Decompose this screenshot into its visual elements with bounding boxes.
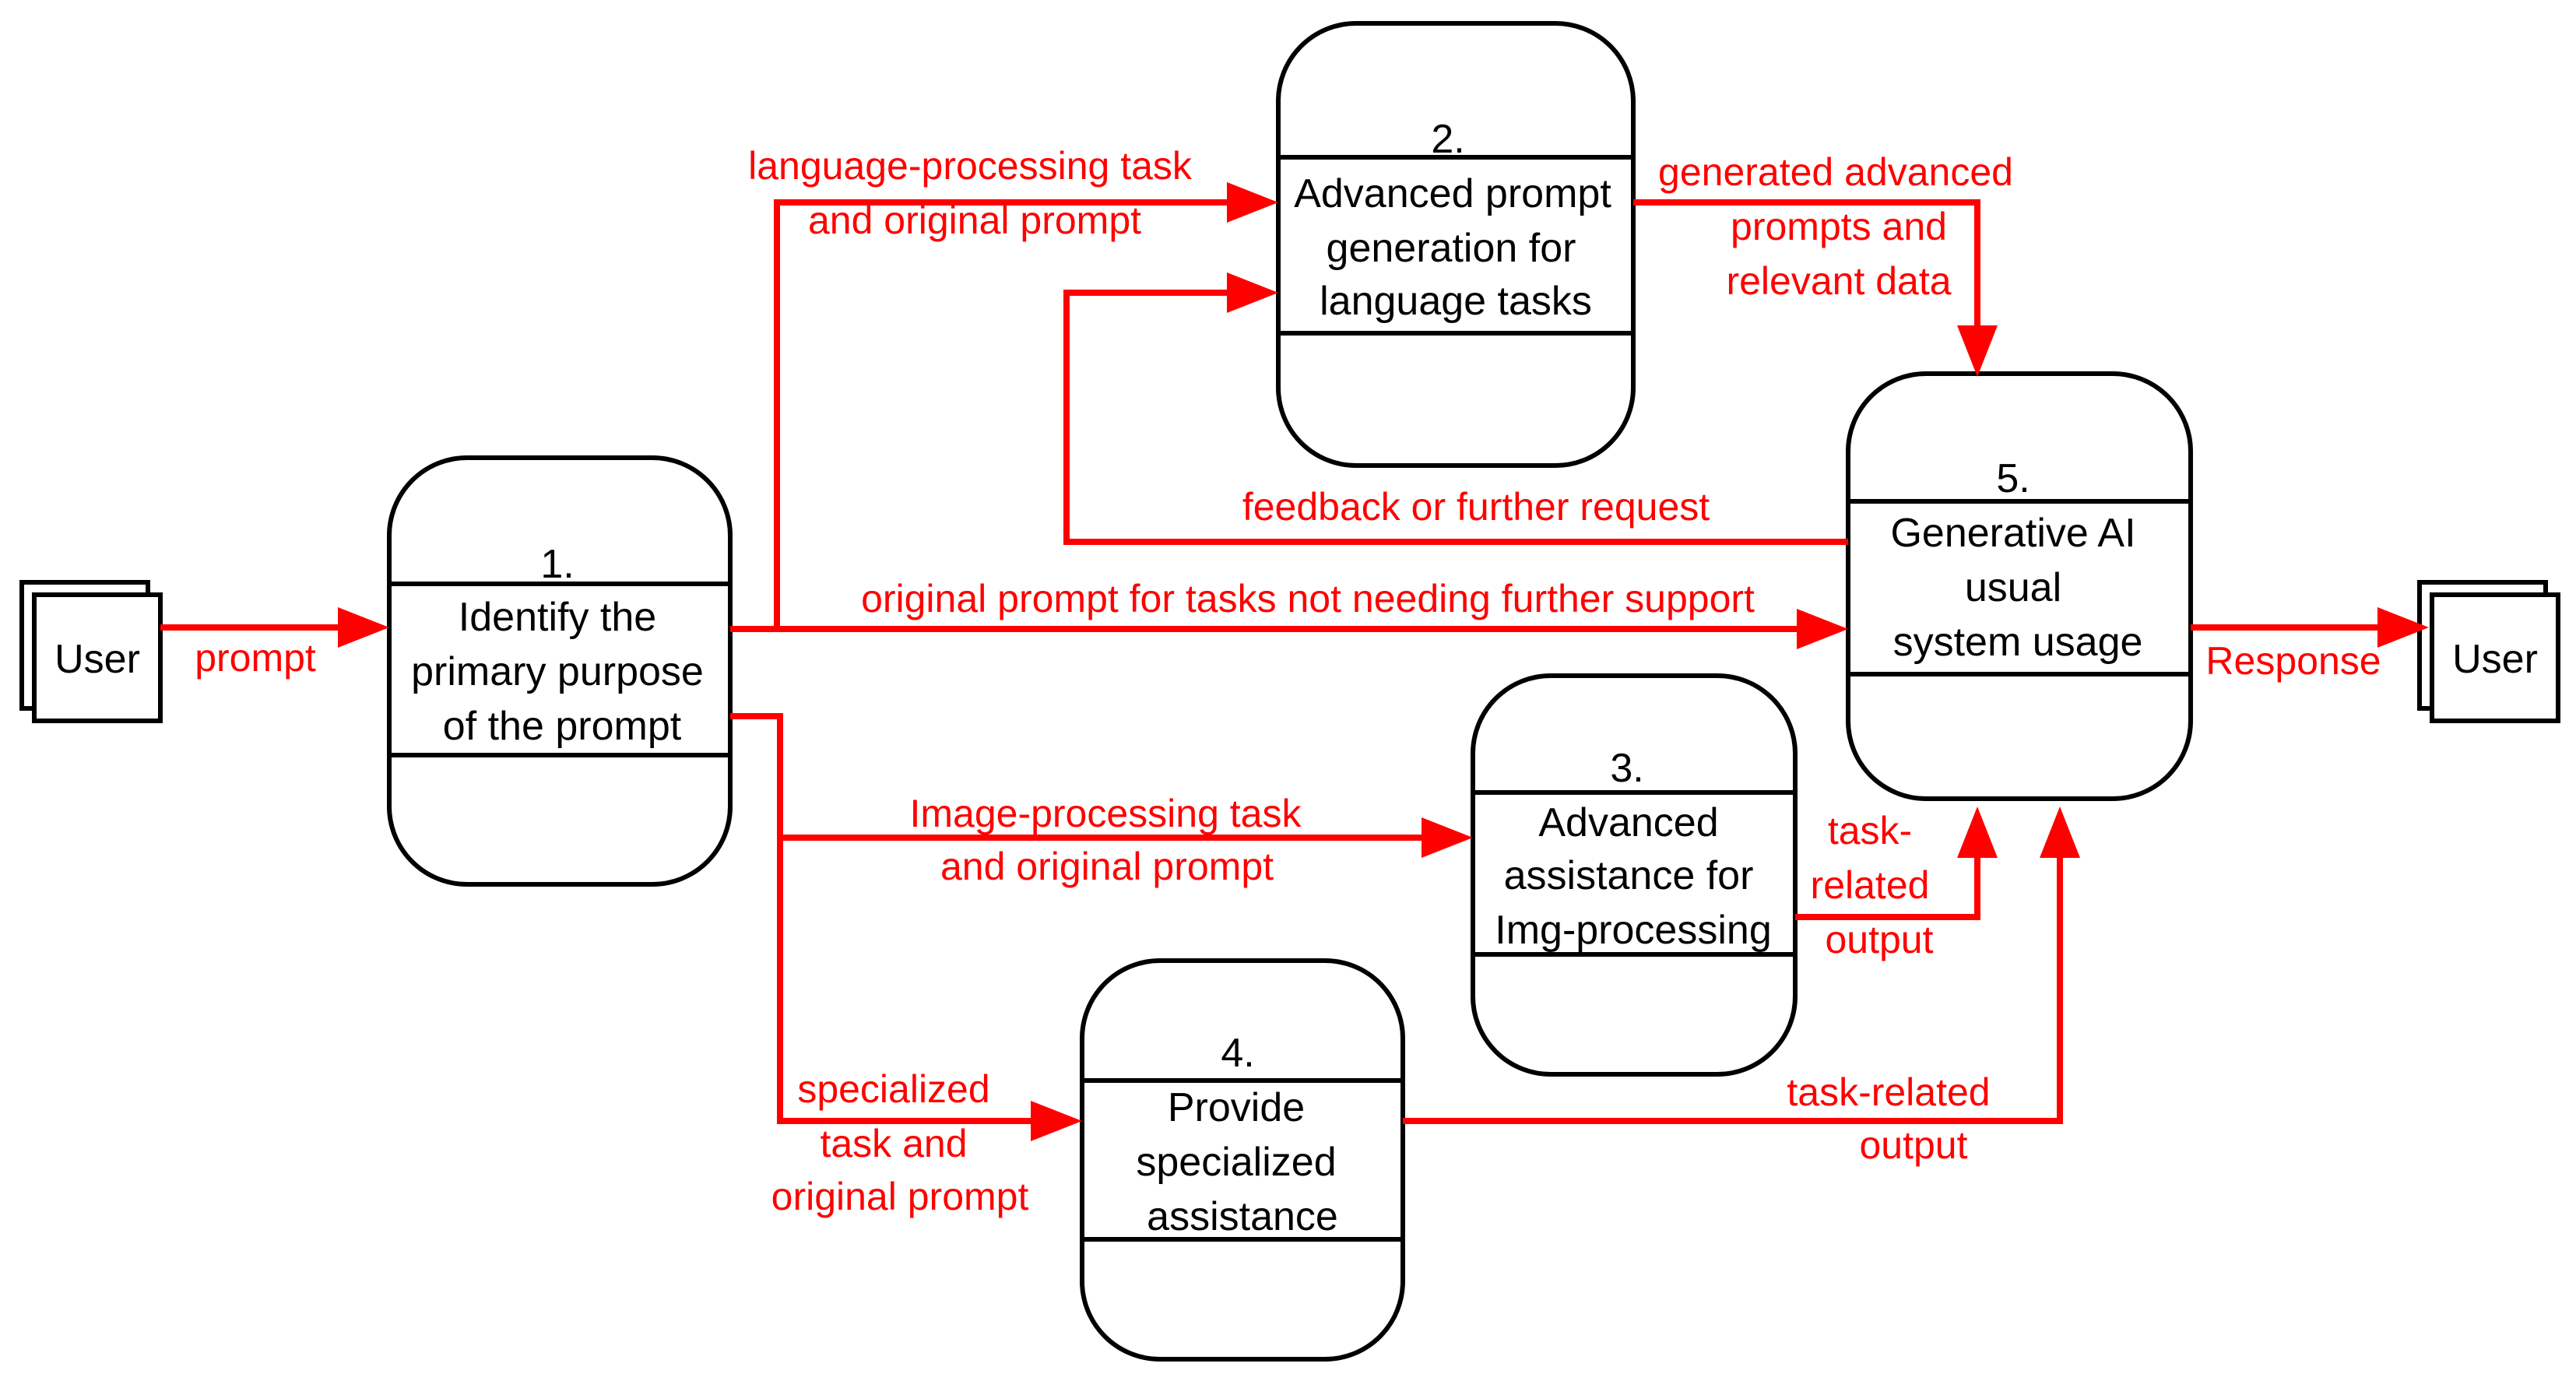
flow-task-related-4-label-2: output xyxy=(1859,1123,1967,1167)
flow-language-task-label-1: language-processing task xyxy=(748,144,1193,188)
process-2-line-3: language tasks xyxy=(1320,279,1592,324)
flow-image-task-label-1: Image-processing task xyxy=(909,792,1302,835)
process-3-line-1: Advanced xyxy=(1538,800,1718,845)
flow-specialized-task[interactable]: specialized task and original prompt xyxy=(771,838,1082,1218)
process-5-line-3: system usage xyxy=(1893,620,2143,665)
flow-image-task-label-2: and original prompt xyxy=(940,845,1274,888)
process-1-number: 1. xyxy=(540,542,574,587)
process-5-line-2: usual xyxy=(1965,565,2061,610)
flow-generated-label-1: generated advanced xyxy=(1658,150,2013,194)
process-3[interactable]: 3. Advanced assistance for Img-processin… xyxy=(1471,673,1798,1077)
process-1-line-3: of the prompt xyxy=(443,704,682,749)
process-2[interactable]: 2. Advanced prompt generation for langua… xyxy=(1276,21,1636,468)
flow-language-task[interactable]: language-processing task and original pr… xyxy=(730,144,1278,632)
process-1-line-1: Identify the xyxy=(459,595,656,640)
process-1[interactable]: 1. Identify the primary purpose of the p… xyxy=(387,455,733,887)
flow-specialized-label-2: task and xyxy=(820,1122,967,1165)
flow-original-prompt[interactable]: original prompt for tasks not needing fu… xyxy=(730,577,1848,649)
process-4-line-3: assistance xyxy=(1147,1194,1338,1239)
process-4-line-2: specialized xyxy=(1136,1140,1336,1185)
flow-response[interactable]: Response xyxy=(2191,607,2429,683)
flow-prompt[interactable]: prompt xyxy=(160,607,389,680)
flow-feedback[interactable]: feedback or further request xyxy=(1063,272,1848,545)
process-4-number: 4. xyxy=(1221,1031,1254,1076)
process-2-number: 2. xyxy=(1431,117,1464,162)
process-1-line-2: primary purpose xyxy=(411,649,704,694)
flow-generated-label-2: prompts and xyxy=(1731,205,1947,248)
flow-image-task[interactable]: Image-processing task and original promp… xyxy=(730,713,1473,888)
process-3-line-3: Img-processing xyxy=(1495,908,1771,953)
flow-specialized-label-3: original prompt xyxy=(771,1175,1029,1218)
process-4[interactable]: 4. Provide specialized assistance xyxy=(1080,958,1405,1362)
flow-prompt-label: prompt xyxy=(195,636,316,680)
flow-task-related-3-label-3: output xyxy=(1825,918,1933,961)
process-2-line-1: Advanced prompt xyxy=(1294,171,1611,216)
process-3-number: 3. xyxy=(1610,746,1643,791)
external-entity-user-left[interactable]: User xyxy=(19,580,163,723)
flow-task-related-4[interactable]: task-related output xyxy=(1403,806,2080,1167)
flow-task-related-3[interactable]: task- related output xyxy=(1795,806,1998,961)
flow-language-task-label-2: and original prompt xyxy=(808,199,1141,242)
process-4-line-1: Provide xyxy=(1168,1085,1305,1130)
external-entity-user-right[interactable]: User xyxy=(2417,580,2560,723)
flow-generated-label-3: relevant data xyxy=(1726,259,1951,303)
process-5-number: 5. xyxy=(1996,456,2030,501)
process-2-line-2: generation for xyxy=(1327,226,1576,271)
flow-original-prompt-label: original prompt for tasks not needing fu… xyxy=(861,577,1755,620)
flow-task-related-3-label-1: task- xyxy=(1828,809,1912,852)
flow-task-related-4-label-1: task-related xyxy=(1787,1070,1990,1114)
flow-task-related-3-label-2: related xyxy=(1811,863,1930,907)
flow-specialized-label-1: specialized xyxy=(797,1067,989,1111)
user-right-label: User xyxy=(2452,637,2538,682)
flow-response-label: Response xyxy=(2205,639,2381,683)
process-5-line-1: Generative AI xyxy=(1890,511,2135,556)
process-5[interactable]: 5. Generative AI usual system usage xyxy=(1846,371,2193,801)
user-left-label: User xyxy=(54,637,140,682)
flow-feedback-label: feedback or further request xyxy=(1242,485,1710,529)
process-3-line-2: assistance for xyxy=(1504,853,1754,898)
flow-generated-prompts[interactable]: generated advanced prompts and relevant … xyxy=(1633,150,2013,377)
